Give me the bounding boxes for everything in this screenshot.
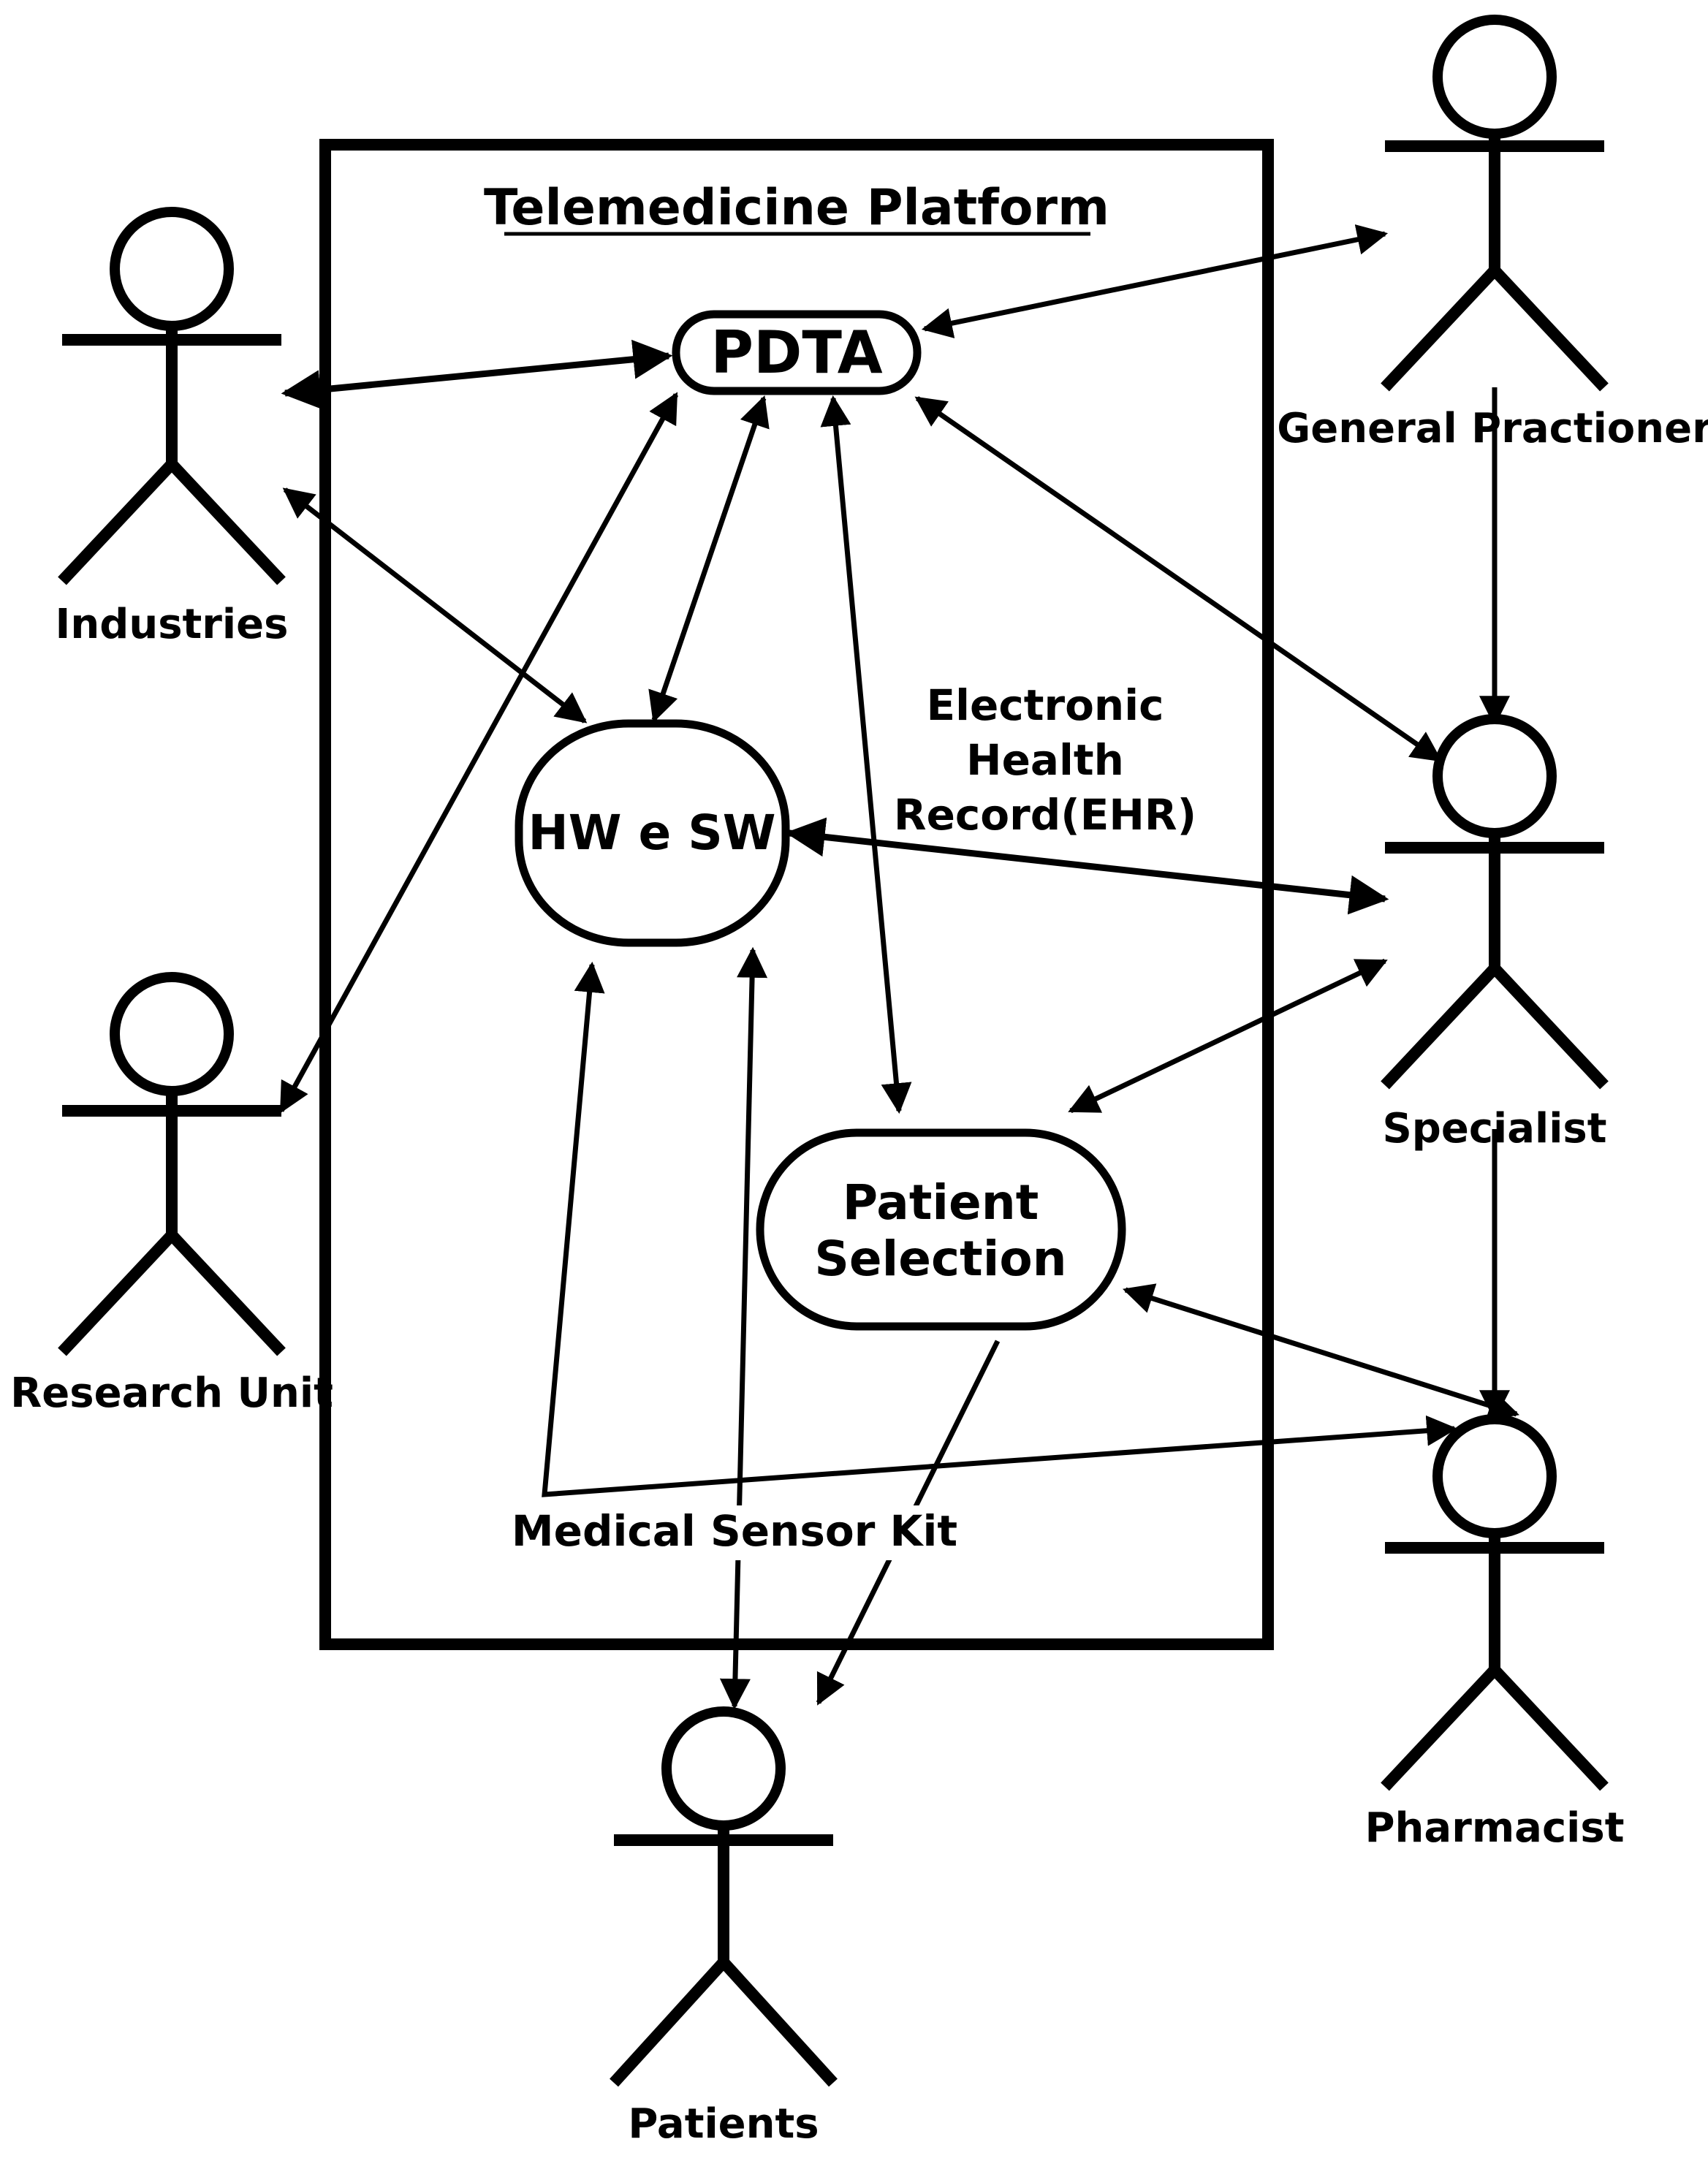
link-specialist-patient-selection [1068, 958, 1388, 1114]
stick-figure-icon [1381, 714, 1609, 1090]
link-industries-pdta [281, 339, 673, 410]
link-hwsw-patients [719, 946, 768, 1710]
pdta-label: PDTA [710, 319, 882, 387]
connections [278, 224, 1520, 1710]
actor-specialist[interactable]: Specialist [1381, 714, 1609, 1152]
hw-sw-shape [515, 719, 790, 947]
actor-industries-label: Industries [56, 601, 289, 648]
link-pdta-patient-selection [820, 395, 912, 1114]
patient-selection-label-line1: Patient [843, 1174, 1039, 1231]
actor-pharmacist-label: Pharmacist [1365, 1804, 1625, 1852]
platform-title: Telemedicine Platform [484, 179, 1109, 237]
link-pdta-hwsw [648, 395, 770, 723]
sensor-kit-label: Medical Sensor Kit [512, 1506, 957, 1556]
link-pdta-research-unit [278, 392, 679, 1114]
ehr-note: Electronic Health Record(EHR) [894, 680, 1196, 840]
ehr-line2: Health [966, 735, 1124, 785]
patient-selection-node[interactable]: Patient Selection [756, 1128, 1126, 1331]
stick-figure-icon [58, 972, 286, 1356]
ehr-line3: Record(EHR) [894, 790, 1196, 840]
actor-pharmacist[interactable]: Pharmacist [1365, 1414, 1625, 1852]
actor-general-practitioner[interactable]: General Practioner [1277, 15, 1708, 452]
actor-research-unit-label: Research Unit [10, 1370, 333, 1417]
actor-specialist-label: Specialist [1382, 1105, 1606, 1152]
stick-figure-icon [58, 207, 286, 585]
hw-sw-label: HW e SW [528, 805, 775, 861]
link-pdta-specialist [914, 396, 1443, 762]
actor-patients[interactable]: Patients [610, 1706, 838, 2148]
patient-selection-shape [756, 1128, 1126, 1331]
pdta-shape [672, 310, 922, 395]
sensor-kit-label-bg [537, 1505, 932, 1560]
stick-figure-icon [1381, 15, 1609, 392]
hw-sw-node[interactable]: HW e SW [515, 719, 790, 947]
link-patient-selection-pharmacist [1122, 1283, 1520, 1421]
link-hwsw-specialist [785, 817, 1389, 915]
link-sensor-kit-hwsw-pharmacist [542, 961, 1458, 1497]
stick-figure-icon [610, 1706, 838, 2087]
stick-figure-icon [1381, 1414, 1609, 1791]
actor-general-practitioner-label: General Practioner [1277, 405, 1708, 452]
pdta-node[interactable]: PDTA [672, 310, 922, 395]
actor-research-unit[interactable]: Research Unit [10, 972, 333, 1417]
ehr-line1: Electronic [927, 680, 1164, 730]
actor-industries[interactable]: Industries [56, 207, 289, 648]
actor-patients-label: Patients [628, 2100, 819, 2148]
patient-selection-label-line2: Selection [814, 1231, 1066, 1287]
link-pdta-general-practitioner [921, 224, 1389, 338]
